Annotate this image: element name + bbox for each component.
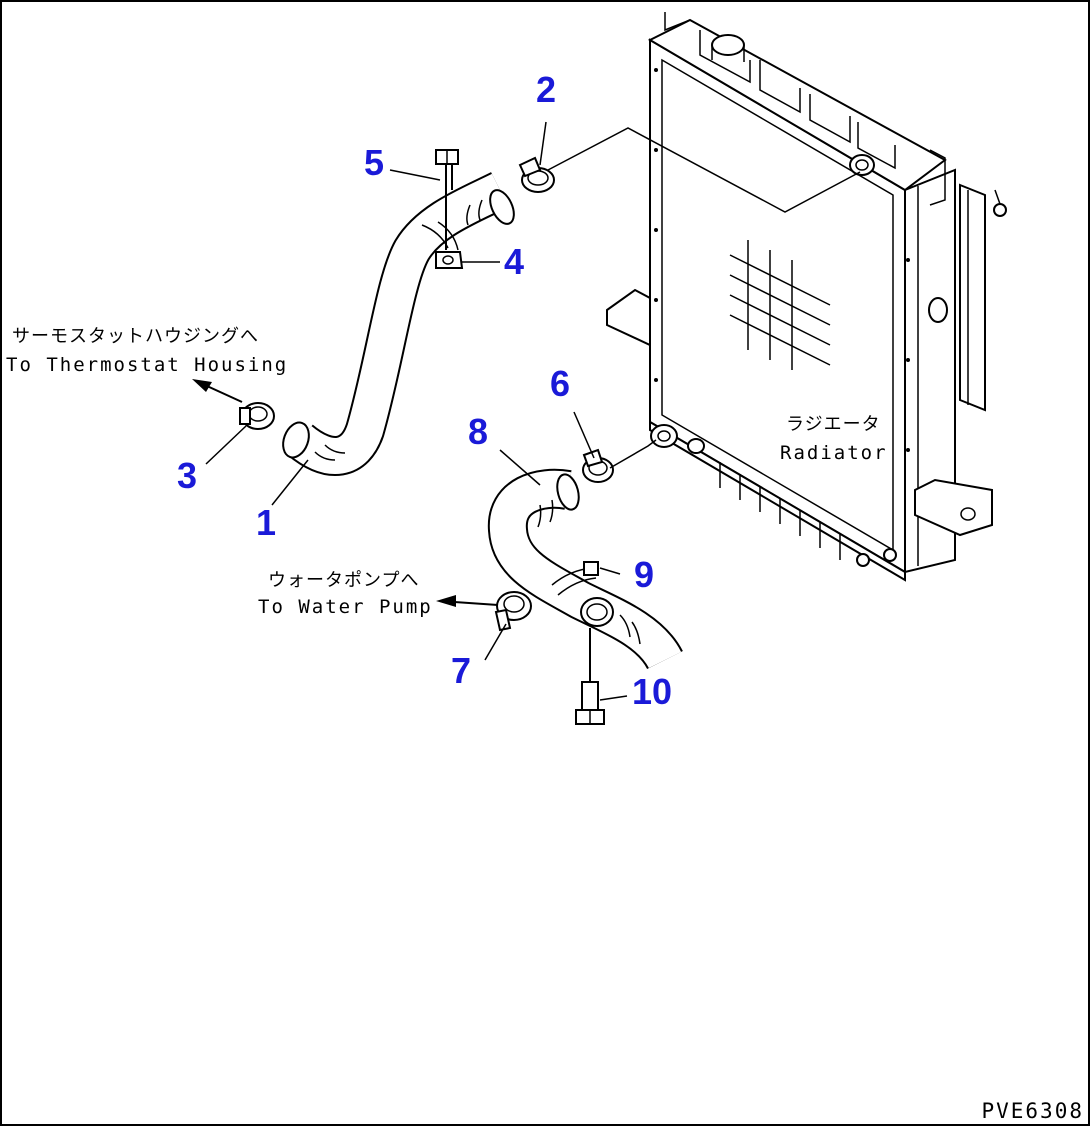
flow-arrow-water-pump bbox=[436, 595, 499, 607]
hose-clamp-7 bbox=[494, 591, 532, 632]
leader-lines bbox=[205, 121, 861, 701]
note-radiator-en: Radiator bbox=[780, 442, 888, 464]
hose-clamp-6 bbox=[582, 448, 614, 483]
callout-5: 5 bbox=[364, 142, 384, 183]
callout-1: 1 bbox=[256, 502, 276, 543]
radiator-shroud-edge bbox=[959, 183, 986, 412]
radiator-left-bracket bbox=[606, 288, 651, 347]
radiator-upper-port bbox=[849, 154, 875, 176]
hose-clamp-2 bbox=[518, 156, 555, 193]
callout-numbers: 1 2 3 4 5 6 7 8 9 10 bbox=[177, 69, 672, 712]
note-water-pump-en: To Water Pump bbox=[258, 596, 433, 618]
lower-hose bbox=[487, 468, 683, 671]
bolt-10 bbox=[575, 628, 605, 725]
note-water-pump-jp: ウォータポンプへ bbox=[268, 570, 419, 591]
flow-arrow-thermostat bbox=[192, 379, 243, 403]
radiator-cap bbox=[711, 34, 745, 56]
clamp-bracket-9 bbox=[551, 561, 599, 596]
note-thermostat-jp: サーモスタットハウジングへ bbox=[12, 326, 259, 347]
upper-hose bbox=[282, 172, 515, 476]
hose-clamp-3 bbox=[239, 402, 275, 430]
radiator-lower-bracket bbox=[914, 478, 993, 537]
callout-8: 8 bbox=[468, 411, 488, 452]
callout-2: 2 bbox=[536, 69, 556, 110]
callout-4: 4 bbox=[504, 241, 524, 282]
note-thermostat-en: To Thermostat Housing bbox=[6, 354, 288, 376]
callout-10: 10 bbox=[632, 671, 672, 712]
callout-7: 7 bbox=[451, 650, 471, 691]
note-radiator-jp: ラジエータ bbox=[786, 414, 881, 435]
radiator-lower-port bbox=[650, 424, 678, 448]
radiator-bottom-fins bbox=[719, 462, 841, 560]
bolt-5 bbox=[435, 149, 459, 250]
callout-3: 3 bbox=[177, 455, 197, 496]
drawing-code: PVE6308 bbox=[981, 1099, 1084, 1123]
radiator-mount-pad bbox=[928, 297, 948, 323]
callout-9: 9 bbox=[634, 554, 654, 595]
radiator bbox=[606, 12, 1007, 582]
radiator-core-grid bbox=[729, 240, 831, 370]
callout-6: 6 bbox=[550, 363, 570, 404]
